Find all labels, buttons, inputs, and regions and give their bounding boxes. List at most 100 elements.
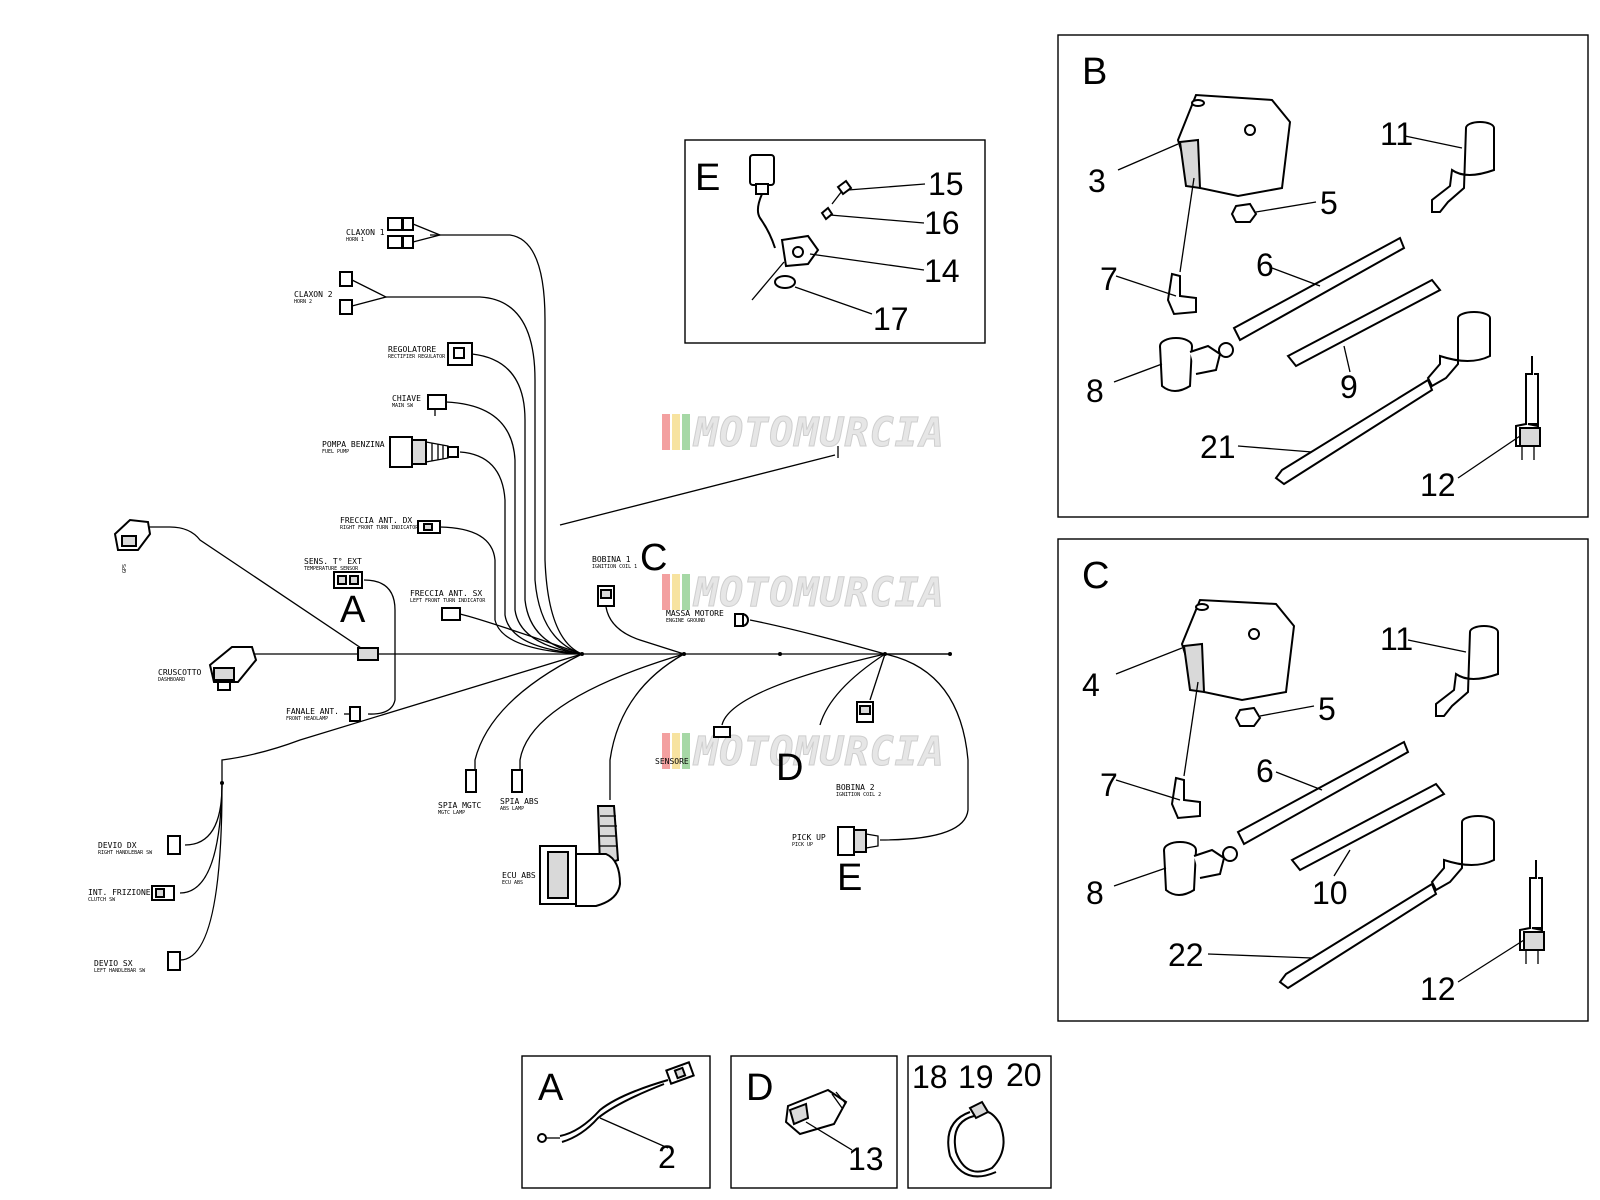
panel-d-frame bbox=[730, 1055, 898, 1189]
panel-a-frame bbox=[521, 1055, 711, 1189]
panel-b-num-21: 21 bbox=[1200, 429, 1236, 465]
panel-e-num-16: 16 bbox=[924, 205, 960, 241]
watermark-text-2: MOTOMURCIA bbox=[692, 570, 945, 616]
massa-sub: ENGINE GROUND bbox=[666, 618, 705, 624]
panel-c-num-12: 12 bbox=[1420, 971, 1456, 1007]
cruscotto-connector: CRUSCOTTO DASHBOARD bbox=[158, 646, 258, 691]
devio-sx-sub: LEFT HANDLEBAR SW bbox=[94, 968, 146, 974]
watermark-3: MOTOMURCIA bbox=[662, 729, 945, 776]
panel-a: A 2 bbox=[521, 1055, 711, 1189]
bobina-1-connector: BOBINA 1 IGNITION COIL 1 bbox=[592, 555, 637, 607]
panel-c-num-4: 4 bbox=[1082, 667, 1100, 703]
cruscotto-label: CRUSCOTTO bbox=[158, 668, 202, 677]
watermark-1: MOTOMURCIA bbox=[662, 410, 945, 457]
panel-c-letter: C bbox=[1082, 555, 1109, 597]
regolatore-connector: REGOLATORE RECTIFIER REGULATOR bbox=[388, 342, 473, 366]
freccia-dx-sub: RIGHT FRONT TURN INDICATOR bbox=[340, 525, 419, 531]
panel-a-letter: A bbox=[538, 1067, 564, 1109]
panel-e: E 15 16 14 17 bbox=[684, 139, 986, 344]
panel-e-num-14: 14 bbox=[924, 253, 960, 289]
pickup-label: PICK UP bbox=[792, 833, 826, 842]
sens-temp-label: SENS. T° EXT bbox=[304, 557, 362, 566]
panel-b-num-3: 3 bbox=[1088, 163, 1106, 199]
panel-b-num-7: 7 bbox=[1100, 261, 1118, 297]
freccia-dx-label: FRECCIA ANT. DX bbox=[340, 516, 412, 525]
panel-e-num-17: 17 bbox=[873, 301, 909, 337]
watermark-text-1: MOTOMURCIA bbox=[692, 410, 945, 456]
panel-misc-frame bbox=[907, 1055, 1052, 1189]
callout-d: D bbox=[776, 747, 803, 789]
claxon-1-sub: HORN 1 bbox=[346, 237, 364, 243]
ecu-abs-sub: ECU ABS bbox=[502, 880, 523, 886]
panel-c-num-11: 11 bbox=[1380, 621, 1413, 657]
panel-misc: 18 19 20 bbox=[907, 1055, 1052, 1189]
watermark-text-3: MOTOMURCIA bbox=[692, 729, 945, 775]
freccia-sx-label: FRECCIA ANT. SX bbox=[410, 589, 482, 598]
panel-b-frame bbox=[1057, 34, 1589, 518]
int-frizione-sub: CLUTCH SW bbox=[88, 897, 116, 903]
bobina-1-label: BOBINA 1 bbox=[592, 555, 631, 564]
spia-abs-sub: ABS LAMP bbox=[500, 806, 524, 812]
pickup-connector: PICK UP PICK UP bbox=[792, 826, 879, 856]
panel-d: D 13 bbox=[730, 1055, 898, 1189]
bobina-2-label: BOBINA 2 bbox=[836, 783, 875, 792]
panel-b-num-9: 9 bbox=[1340, 369, 1358, 405]
sens-temp-connector: SENS. T° EXT TEMPERATURE SENSOR bbox=[304, 557, 363, 589]
panel-c-num-8: 8 bbox=[1086, 875, 1104, 911]
panel-b: B bbox=[1057, 34, 1589, 518]
pompa-sub: FUEL PUMP bbox=[322, 449, 349, 455]
ecu-abs-connector: ECU ABS ECU ABS bbox=[502, 805, 622, 907]
panel-misc-num-20: 20 bbox=[1006, 1057, 1042, 1093]
claxon-2-label: CLAXON 2 bbox=[294, 290, 333, 299]
int-frizione-label: INT. FRIZIONE bbox=[88, 888, 151, 897]
int-frizione-connector: INT. FRIZIONE CLUTCH SW bbox=[88, 885, 175, 903]
gps-connector: GPS bbox=[113, 518, 152, 573]
panel-a-num-2: 2 bbox=[658, 1139, 676, 1175]
panel-e-letter: E bbox=[695, 157, 720, 199]
panel-b-num-5: 5 bbox=[1320, 185, 1338, 221]
claxon-2-sub: HORN 2 bbox=[294, 299, 312, 305]
callout-a: A bbox=[340, 589, 366, 631]
spia-mgtc-sub: MGTC LAMP bbox=[438, 810, 465, 816]
massa-connector: MASSA MOTORE ENGINE GROUND bbox=[666, 609, 749, 627]
sensore-connector: SENSORE bbox=[655, 726, 731, 766]
panel-c-num-7: 7 bbox=[1100, 767, 1118, 803]
chiave-sub: MAIN SW bbox=[392, 403, 414, 409]
fanale-sub: FRONT HEADLAMP bbox=[286, 716, 328, 722]
bobina-1-sub: IGNITION COIL 1 bbox=[592, 564, 637, 570]
spia-abs-connector: SPIA ABS ABS LAMP bbox=[500, 769, 539, 812]
pickup-sub: PICK UP bbox=[792, 842, 813, 848]
panel-c-num-10: 10 bbox=[1312, 875, 1348, 911]
freccia-sx-connector: FRECCIA ANT. SX LEFT FRONT TURN INDICATO… bbox=[410, 589, 486, 621]
cruscotto-sub: DASHBOARD bbox=[158, 677, 185, 683]
massa-label: MASSA MOTORE bbox=[666, 609, 724, 618]
panel-b-letter: B bbox=[1082, 51, 1107, 93]
junction-a bbox=[357, 647, 379, 661]
gps-label: GPS bbox=[122, 564, 128, 573]
panel-d-num-13: 13 bbox=[848, 1141, 884, 1177]
fanale-connector: FANALE ANT. FRONT HEADLAMP bbox=[286, 706, 361, 722]
regolatore-label: REGOLATORE bbox=[388, 345, 436, 354]
panel-c-num-22: 22 bbox=[1168, 937, 1204, 973]
claxon-1-connector: CLAXON 1 HORN 1 bbox=[346, 217, 443, 249]
panel-misc-num-18: 18 bbox=[912, 1059, 948, 1095]
sens-temp-sub: TEMPERATURE SENSOR bbox=[304, 566, 359, 572]
sensore-label: SENSORE bbox=[655, 757, 689, 766]
regolatore-sub: RECTIFIER REGULATOR bbox=[388, 354, 446, 360]
panel-b-num-6: 6 bbox=[1256, 247, 1274, 283]
spia-abs-label: SPIA ABS bbox=[500, 797, 539, 806]
pompa-label: POMPA BENZINA bbox=[322, 440, 385, 449]
harness-wires bbox=[148, 234, 969, 961]
devio-sx-connector: DEVIO SX LEFT HANDLEBAR SW bbox=[94, 951, 181, 974]
devio-dx-sub: RIGHT HANDLEBAR SW bbox=[98, 850, 153, 856]
panel-c-num-6: 6 bbox=[1256, 753, 1274, 789]
callout-e: E bbox=[837, 857, 862, 899]
spia-mgtc-label: SPIA MGTC bbox=[438, 801, 482, 810]
claxon-2-connector: CLAXON 2 HORN 2 bbox=[294, 271, 388, 315]
chiave-label: CHIAVE bbox=[392, 394, 421, 403]
callout-c: C bbox=[640, 537, 667, 579]
spia-mgtc-connector: SPIA MGTC MGTC LAMP bbox=[438, 769, 482, 816]
bobina-2-connector: BOBINA 2 IGNITION COIL 2 bbox=[836, 701, 881, 798]
freccia-sx-sub: LEFT FRONT TURN INDICATOR bbox=[410, 598, 486, 604]
